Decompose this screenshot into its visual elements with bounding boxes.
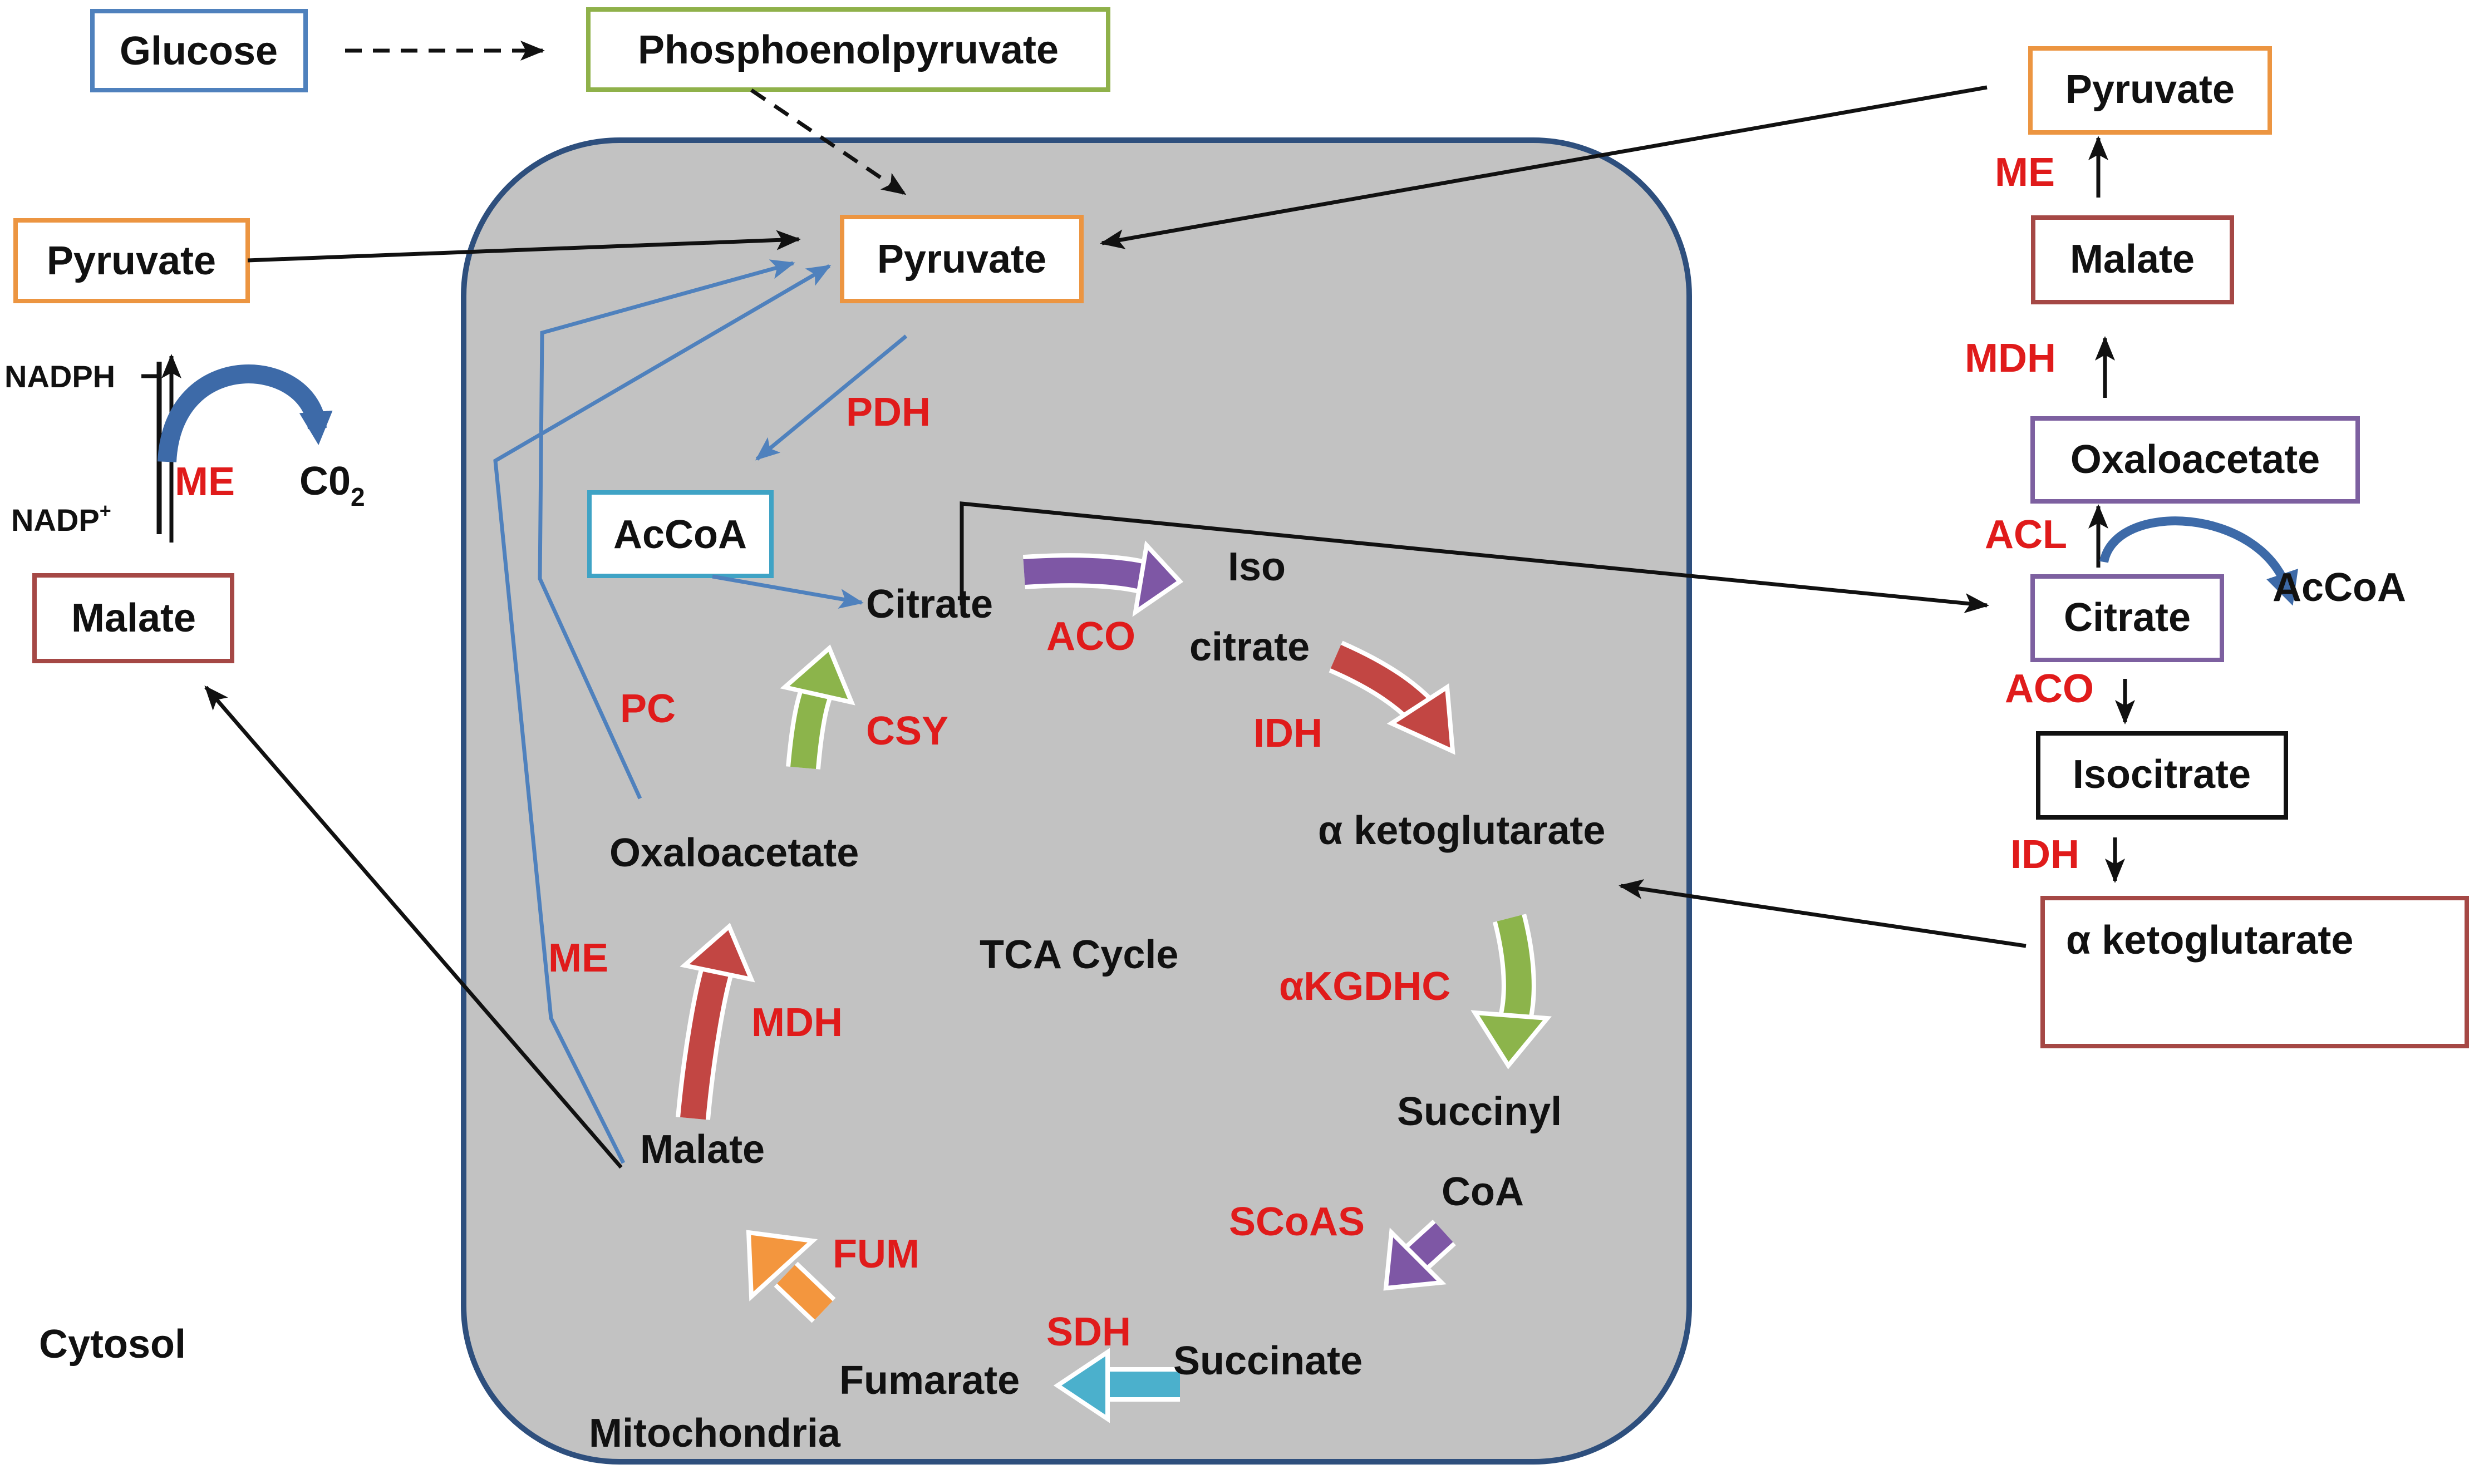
pep-to-pyruvate-arrow <box>750 88 907 195</box>
box-accoa-mitochondria: AcCoA <box>587 490 774 578</box>
fumarate-label: Fumarate <box>839 1358 1020 1403</box>
co2-release-arrow <box>158 364 333 463</box>
akg-label: α ketoglutarate <box>1318 808 1605 853</box>
mdh-block-arrow <box>676 923 755 1120</box>
nadp-superscript: + <box>100 499 111 522</box>
box-akg-right: α ketoglutarate <box>2040 896 2469 1048</box>
tca-cycle-label: TCA Cycle <box>980 933 1178 977</box>
enzyme-pdh: PDH <box>846 390 931 435</box>
pc-oxaloacetate-to-pyruvate-arrow <box>538 259 795 800</box>
pyruvate-to-accoa-arrow <box>755 334 908 461</box>
box-malate-cytosol-left: Malate <box>32 573 234 663</box>
phosphoenolpyruvate-label: Phosphoenolpyruvate <box>638 28 1059 72</box>
isocitrate-right-label: Isocitrate <box>2073 752 2251 797</box>
oxaloacetate-label: Oxaloacetate <box>609 831 859 875</box>
mitochondria-compartment <box>461 137 1692 1465</box>
pyruvate-left-label: Pyruvate <box>47 239 216 283</box>
enzyme-csy: CSY <box>866 709 948 753</box>
citrate2-label: citrate <box>1189 625 1310 669</box>
idh-block-arrow <box>1329 640 1455 755</box>
akg-right-label: α ketoglutarate <box>2066 918 2353 963</box>
iso-label: Iso <box>1228 545 1286 589</box>
nadph-label: NADPH <box>4 359 115 394</box>
citrate-label: Citrate <box>866 582 993 627</box>
box-isocitrate-right: Isocitrate <box>2036 731 2288 820</box>
enzyme-idh-right: IDH <box>2010 832 2079 877</box>
pyruvate-right-label: Pyruvate <box>2065 67 2235 112</box>
oxaloacetate-right-label: Oxaloacetate <box>2070 437 2320 482</box>
pyruvate-right-to-mito-arrow <box>1100 85 1988 249</box>
box-phosphoenolpyruvate: Phosphoenolpyruvate <box>586 7 1110 92</box>
scoas-block-arrow <box>1383 1220 1456 1291</box>
enzyme-aco: ACO <box>1046 614 1135 659</box>
glucose-label: Glucose <box>120 29 278 73</box>
malate-export-arrow <box>204 685 623 1169</box>
accoa-release-arrow <box>2099 516 2298 606</box>
enzyme-me-left: ME <box>175 460 235 504</box>
me-malate-to-pyruvate-arrow <box>493 264 832 1164</box>
malate-left-label: Malate <box>71 596 196 640</box>
box-oxaloacetate-right: Oxaloacetate <box>2030 416 2360 504</box>
pyruvate-left-to-mito-arrow <box>247 230 801 263</box>
csy-block-arrow <box>780 644 855 770</box>
akgdhc-block-arrow <box>1470 914 1552 1069</box>
malate-right-label: Malate <box>2070 237 2195 282</box>
enzyme-sdh: SDH <box>1046 1310 1131 1354</box>
enzyme-me-mito: ME <box>548 936 608 980</box>
citrate-export-arrow <box>960 501 1989 613</box>
akg-import-arrow <box>1619 879 2027 948</box>
enzyme-scoas: SCoAS <box>1229 1200 1365 1244</box>
enzyme-akgdhc: αKGDHC <box>1279 964 1450 1009</box>
citrate-right-label: Citrate <box>2064 595 2191 640</box>
coa-label: CoA <box>1442 1170 1524 1214</box>
enzyme-mdh: MDH <box>751 1000 843 1045</box>
enzyme-me-right: ME <box>1995 150 2055 195</box>
box-glucose: Glucose <box>90 9 308 92</box>
fum-block-arrow <box>746 1230 836 1323</box>
co2-text: C0 <box>299 459 351 504</box>
succinate-label: Succinate <box>1173 1339 1363 1383</box>
sdh-block-arrow <box>1053 1348 1180 1423</box>
accoa-right-label: AcCoA <box>2273 565 2406 610</box>
box-malate-right: Malate <box>2031 215 2234 304</box>
accoa-mito-label: AcCoA <box>613 512 747 557</box>
box-pyruvate-cytosol-left: Pyruvate <box>13 218 250 303</box>
enzyme-acl: ACL <box>1985 512 2067 557</box>
box-citrate-right: Citrate <box>2030 574 2224 662</box>
cytosol-label: Cytosol <box>39 1322 186 1367</box>
enzyme-mdh-right: MDH <box>1965 336 2056 381</box>
accoa-to-citrate-arrow <box>712 574 864 609</box>
co2-label: C02 <box>299 459 365 511</box>
enzyme-idh: IDH <box>1253 711 1322 756</box>
enzyme-pc: PC <box>620 687 676 731</box>
co2-subscript: 2 <box>351 482 365 511</box>
box-pyruvate-mitochondria: Pyruvate <box>840 215 1084 303</box>
box-pyruvate-right: Pyruvate <box>2028 46 2272 135</box>
mitochondria-label: Mitochondria <box>589 1411 841 1456</box>
nadp-label: NADP+ <box>11 499 111 538</box>
enzyme-aco-right: ACO <box>2005 667 2094 711</box>
nadp-text: NADP <box>11 502 100 538</box>
pyruvate-mito-label: Pyruvate <box>877 237 1046 282</box>
malate-label: Malate <box>640 1127 765 1172</box>
enzyme-fum: FUM <box>833 1232 919 1276</box>
succinyl-label: Succinyl <box>1397 1089 1562 1134</box>
aco-block-arrow <box>1022 540 1184 617</box>
